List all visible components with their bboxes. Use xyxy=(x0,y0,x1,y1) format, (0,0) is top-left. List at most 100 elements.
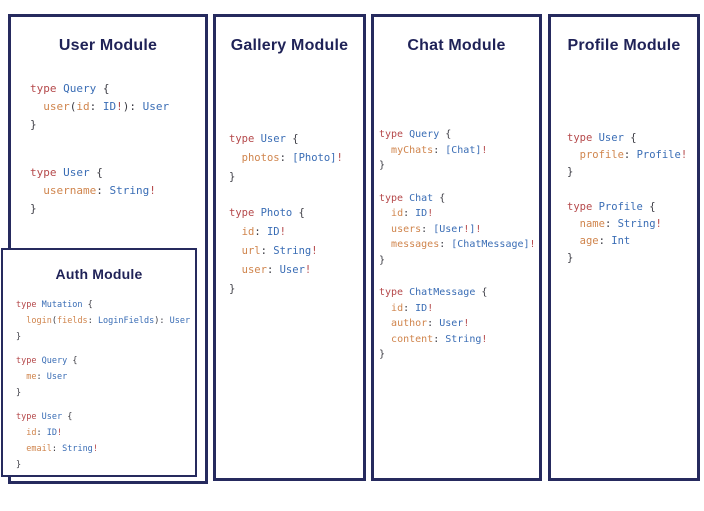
code-token: ID xyxy=(415,208,428,219)
code-block: type Query { user(id: ID!): User} xyxy=(30,80,205,134)
code-token: String xyxy=(445,333,482,345)
code-token: String xyxy=(617,218,656,230)
code-line: } xyxy=(16,385,195,401)
code-line: name: String! xyxy=(567,216,697,233)
code-token xyxy=(567,218,580,230)
code-token: id xyxy=(391,302,404,314)
code-token: ): xyxy=(154,316,170,326)
code-line: type User { xyxy=(16,409,195,425)
code-token: ): xyxy=(122,100,143,113)
code-token xyxy=(16,316,26,326)
code-token: photos xyxy=(241,152,280,164)
code-token: ID xyxy=(46,428,57,438)
module-box-chat: Chat Module type Query { myChats: [Chat]… xyxy=(371,14,542,481)
code-token: ! xyxy=(481,144,488,156)
code-token: ! xyxy=(149,184,156,197)
code-token: ] xyxy=(469,223,476,235)
code-token: User xyxy=(260,133,293,145)
code-token xyxy=(229,152,242,164)
code-token: email xyxy=(26,444,52,454)
code-block: type Profile { name: String! age: Int} xyxy=(567,199,697,267)
code-token: fields xyxy=(56,316,88,326)
code-token: : xyxy=(260,245,274,257)
code-token: profile xyxy=(579,149,624,161)
code-token: String xyxy=(109,184,150,197)
code-token: Int xyxy=(611,235,631,247)
code-token: Chat xyxy=(409,192,440,204)
code-token: } xyxy=(567,166,574,178)
code-token: id xyxy=(26,428,37,438)
code-token: : xyxy=(266,264,280,276)
code-token: { xyxy=(630,132,637,144)
code-token: User xyxy=(41,412,68,422)
code-token: } xyxy=(30,202,37,215)
code-token: type xyxy=(30,166,64,179)
code-token: type xyxy=(567,201,599,213)
code-token: type xyxy=(229,133,261,145)
code-line: } xyxy=(379,253,539,269)
code-token xyxy=(30,184,43,197)
code-token: ! xyxy=(427,302,434,314)
code-block: type User { id: ID! email: String!} xyxy=(16,409,195,473)
code-token: [ChatMessage] xyxy=(451,239,530,250)
code-token: ! xyxy=(427,208,434,219)
code-token: ( xyxy=(69,100,77,113)
code-token: } xyxy=(229,283,236,295)
code-token: } xyxy=(567,252,574,264)
code-token: Profile xyxy=(636,149,681,161)
code-token: : xyxy=(254,226,267,238)
code-line: type User { xyxy=(567,130,697,147)
code-token: : xyxy=(36,428,47,438)
code-token: username xyxy=(43,184,97,197)
code-token: User xyxy=(169,316,191,326)
code-token: id xyxy=(241,226,255,238)
code-token: user xyxy=(241,264,267,276)
code-token xyxy=(229,245,242,257)
code-token: ! xyxy=(279,226,286,238)
code-token xyxy=(379,224,391,235)
code-line: type Query { xyxy=(16,353,195,369)
code-block: type Chat { id: ID! users: [User!]! mess… xyxy=(379,191,539,269)
code-token: : xyxy=(89,100,103,113)
code-token xyxy=(379,318,391,329)
code-token: type xyxy=(379,287,410,298)
code-token: Query xyxy=(409,129,446,140)
code-token: url xyxy=(241,245,261,257)
code-line: } xyxy=(379,158,539,174)
code-token: users xyxy=(391,223,422,235)
code-line: type Query { xyxy=(379,127,539,143)
code-token: ChatMessage xyxy=(409,287,482,298)
code-token: ! xyxy=(680,149,688,161)
code-token: me xyxy=(26,372,37,382)
code-token: ! xyxy=(116,100,123,113)
code-token: : xyxy=(403,302,416,314)
code-token: { xyxy=(102,82,110,95)
code-token: } xyxy=(379,254,386,266)
code-line: content: String! xyxy=(379,332,539,348)
module-box-gallery: Gallery Module type User { photos: [Phot… xyxy=(213,14,366,481)
code-line: id: ID! xyxy=(379,301,539,317)
code-line: photos: [Photo]! xyxy=(229,149,363,168)
code-token: : xyxy=(427,318,440,329)
code-token: ! xyxy=(336,152,343,164)
code-line: type Chat { xyxy=(379,191,539,207)
code-token: age xyxy=(579,235,599,247)
code-token: [User xyxy=(433,223,464,235)
code-line: user(id: ID!): User xyxy=(30,98,205,116)
code-token: ! xyxy=(304,264,312,276)
code-token xyxy=(229,226,242,238)
code-token xyxy=(567,235,580,247)
code-block: type User { profile: Profile!} xyxy=(567,130,697,181)
module-title-profile: Profile Module xyxy=(567,37,681,54)
code-token: ! xyxy=(57,428,63,438)
code-token: type xyxy=(16,412,42,422)
code-block: type User { photos: [Photo]!} xyxy=(229,130,363,187)
code-line: } xyxy=(379,347,539,363)
code-line: email: String! xyxy=(16,441,195,457)
code-token xyxy=(379,334,391,345)
code-line: users: [User!]! xyxy=(379,222,539,238)
code-token: id xyxy=(76,100,90,113)
code-token: Profile xyxy=(598,201,650,213)
code-token: } xyxy=(379,160,386,171)
